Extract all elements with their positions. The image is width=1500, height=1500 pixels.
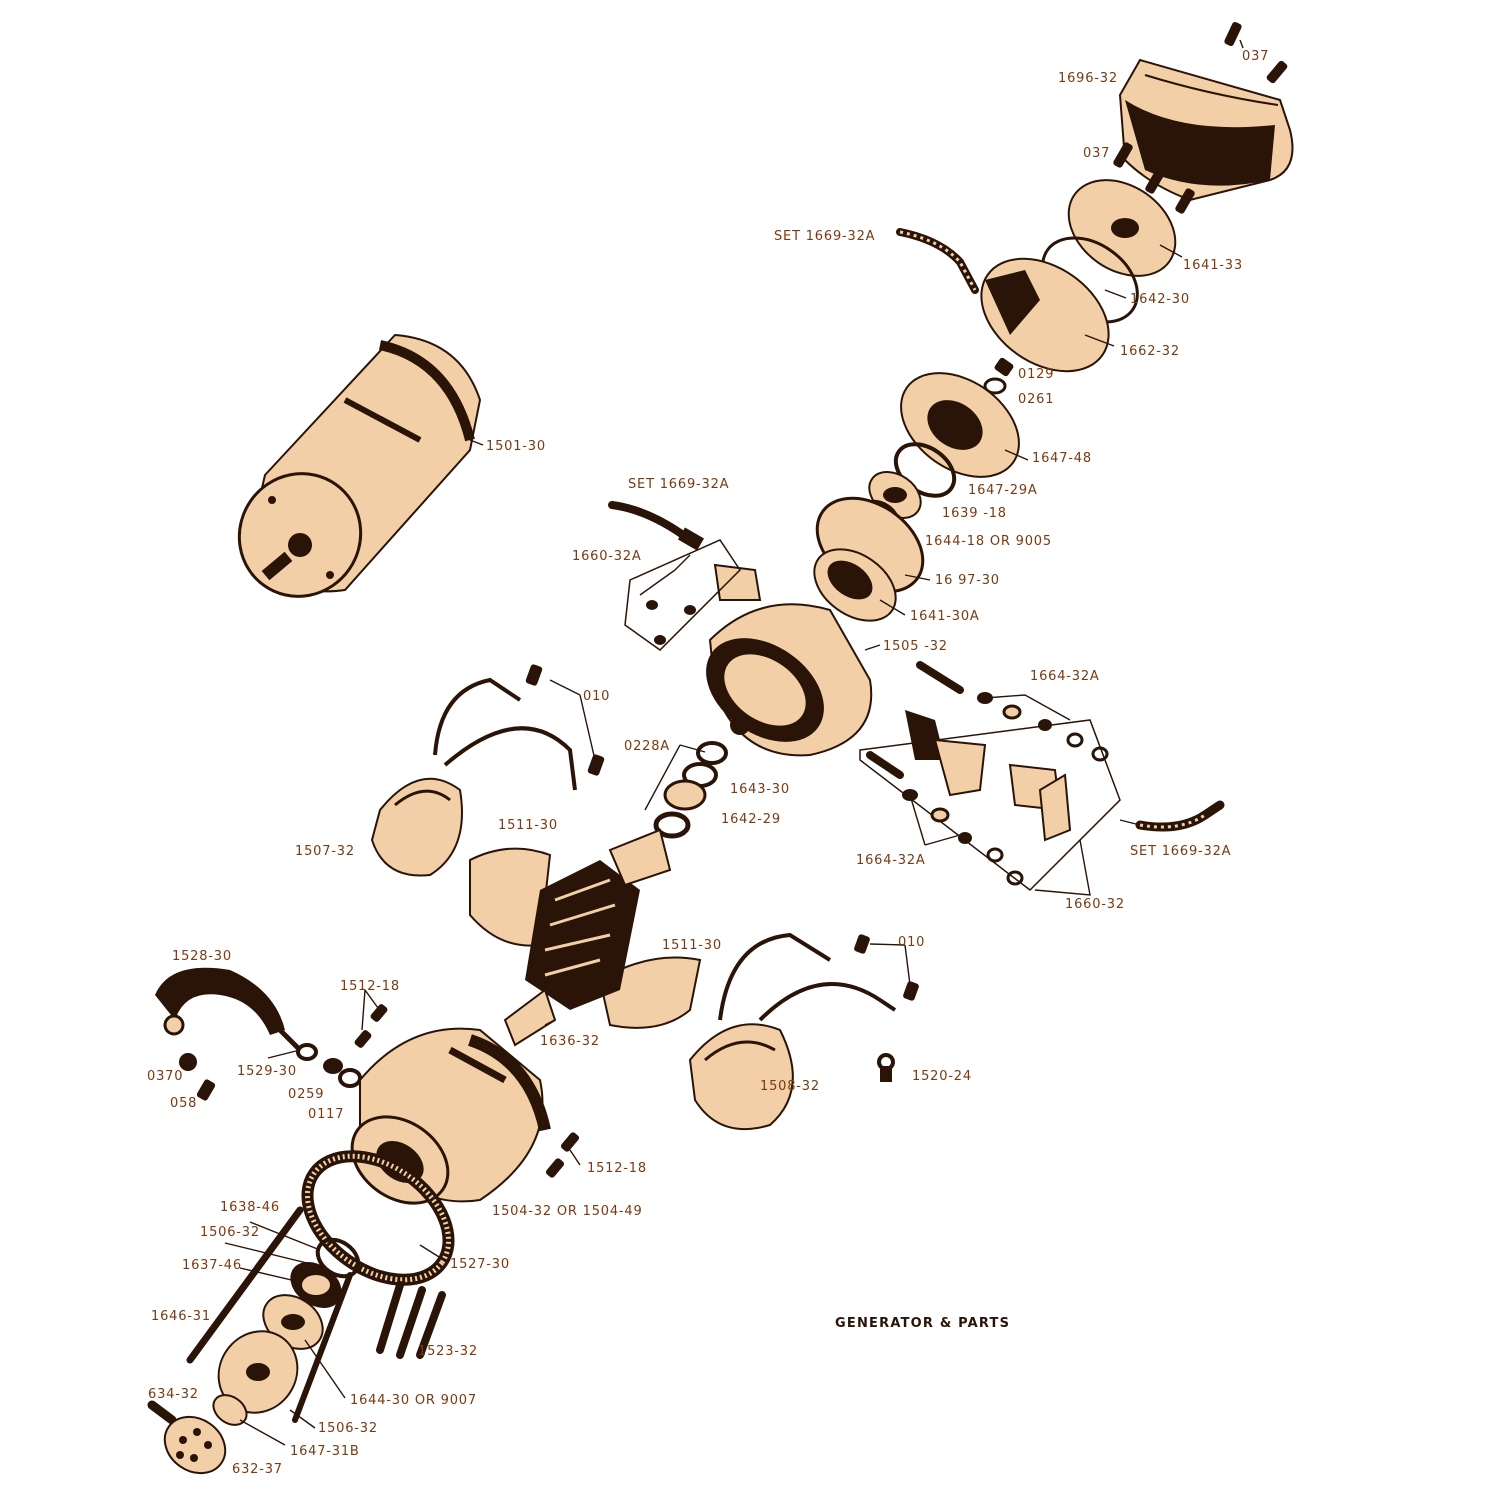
label-set-1669-32A-top: SET 1669-32A bbox=[774, 229, 875, 244]
label-058: 058 bbox=[170, 1096, 197, 1111]
field-coil-1508-32 bbox=[688, 932, 897, 1131]
label-1647-31B: 1647-31B bbox=[290, 1444, 360, 1459]
label-1644-18: 1644-18 OR 9005 bbox=[925, 534, 1052, 549]
label-1697-30: 16 97-30 bbox=[935, 573, 1000, 588]
label-1646-31: 1646-31 bbox=[151, 1309, 211, 1324]
end-head-1662-32 bbox=[980, 257, 1110, 373]
complete-generator-1501-30 bbox=[237, 333, 482, 598]
part-labels: 037 1696-32 037 SET 1669-32A 1641-33 164… bbox=[147, 49, 1269, 1477]
label-1520-24: 1520-24 bbox=[912, 1069, 972, 1084]
housing-1505-32 bbox=[706, 603, 873, 757]
label-set-1669-32A-mid: SET 1669-32A bbox=[628, 477, 729, 492]
label-1696-32: 1696-32 bbox=[1058, 71, 1118, 86]
label-1647-29A: 1647-29A bbox=[968, 483, 1038, 498]
long-bolt-1506-32 bbox=[292, 1272, 353, 1423]
leader-lines bbox=[224, 39, 1244, 1446]
label-set-1669-32A-right: SET 1669-32A bbox=[1130, 844, 1231, 859]
label-1511-30-upper: 1511-30 bbox=[498, 818, 558, 833]
hardware-0370-058 bbox=[179, 1053, 216, 1101]
label-037-top: 037 bbox=[1242, 49, 1269, 64]
spacer-1647-31B bbox=[212, 1394, 248, 1426]
screw-037-top bbox=[1224, 21, 1288, 84]
diagram-title: GENERATOR & PARTS bbox=[835, 1316, 1010, 1331]
label-1507-32: 1507-32 bbox=[295, 844, 355, 859]
brush-wire-set-right bbox=[1135, 800, 1225, 832]
label-1660-32A: 1660-32A bbox=[572, 549, 642, 564]
label-0129: 0129 bbox=[1018, 367, 1054, 382]
label-1506-32-b: 1506-32 bbox=[318, 1421, 378, 1436]
label-1637-46: 1637-46 bbox=[182, 1258, 242, 1273]
screw-010-a bbox=[525, 664, 605, 776]
label-1508-32: 1508-32 bbox=[760, 1079, 820, 1094]
label-1511-30-lower: 1511-30 bbox=[662, 938, 722, 953]
brush-rigging-1660-32 bbox=[859, 661, 1121, 891]
label-010-a: 010 bbox=[583, 689, 610, 704]
label-632-37: 632-37 bbox=[232, 1462, 283, 1477]
label-010-b: 010 bbox=[898, 935, 925, 950]
brush-set-1660-32A bbox=[608, 501, 762, 651]
plate-1641-33 bbox=[1067, 179, 1177, 277]
label-0370: 0370 bbox=[147, 1069, 183, 1084]
label-1642-29: 1642-29 bbox=[721, 812, 781, 827]
label-1506-32-a: 1506-32 bbox=[200, 1225, 260, 1240]
label-0228A: 0228A bbox=[624, 739, 670, 754]
washer-stack bbox=[653, 741, 728, 839]
brush-wire-set-top bbox=[896, 228, 979, 294]
label-1660-32: 1660-32 bbox=[1065, 897, 1125, 912]
generator-frame-1504-32 bbox=[350, 1027, 551, 1205]
label-0259: 0259 bbox=[288, 1087, 324, 1102]
terminal-1520-24 bbox=[877, 1053, 895, 1082]
label-1664-32A-upper: 1664-32A bbox=[1030, 669, 1100, 684]
cup-1641-30A bbox=[813, 548, 897, 622]
label-0117: 0117 bbox=[308, 1107, 344, 1122]
label-1512-18-a: 1512-18 bbox=[340, 979, 400, 994]
label-1664-32A-lower: 1664-32A bbox=[856, 853, 926, 868]
label-1644-30: 1644-30 OR 9007 bbox=[350, 1393, 477, 1408]
label-1662-32: 1662-32 bbox=[1120, 344, 1180, 359]
terminal-strap-1528-30 bbox=[155, 967, 302, 1052]
retainer-1647-48 bbox=[900, 372, 1020, 478]
nut-0129 bbox=[994, 357, 1014, 377]
label-1641-33: 1641-33 bbox=[1183, 258, 1243, 273]
end-cover-band-1696-32 bbox=[1118, 58, 1294, 202]
label-037: 037 bbox=[1083, 146, 1110, 161]
washer-0261 bbox=[983, 377, 1007, 395]
screws-1512-18-a bbox=[354, 1004, 388, 1048]
retainer-1637-46 bbox=[290, 1262, 342, 1308]
label-1642-30: 1642-30 bbox=[1130, 292, 1190, 307]
field-coil-1507-32 bbox=[370, 677, 577, 877]
label-1505-32: 1505 -32 bbox=[883, 639, 948, 654]
armature-1636-32 bbox=[503, 828, 672, 1047]
screw-010-b bbox=[854, 934, 919, 1001]
label-1639-18: 1639 -18 bbox=[942, 506, 1007, 521]
pulley-632-37 bbox=[163, 1415, 227, 1475]
label-1527-30: 1527-30 bbox=[450, 1257, 510, 1272]
key-634-32 bbox=[147, 1400, 177, 1425]
label-1523-32: 1523-32 bbox=[418, 1344, 478, 1359]
label-0261: 0261 bbox=[1018, 392, 1054, 407]
label-1641-30A: 1641-30A bbox=[910, 609, 980, 624]
end-plate-1506-32 bbox=[217, 1330, 299, 1414]
label-1501-30: 1501-30 bbox=[486, 439, 546, 454]
label-1528-30: 1528-30 bbox=[172, 949, 232, 964]
label-1636-32: 1636-32 bbox=[540, 1034, 600, 1049]
label-1643-30: 1643-30 bbox=[730, 782, 790, 797]
screw-037-group bbox=[1113, 142, 1195, 214]
through-bolts-1523-32 bbox=[376, 1281, 446, 1359]
label-1647-48: 1647-48 bbox=[1032, 451, 1092, 466]
pole-shoe-1511-30-lower bbox=[598, 956, 702, 1029]
label-1512-18-b: 1512-18 bbox=[587, 1161, 647, 1176]
hardware-1529-0259-0117 bbox=[296, 1043, 362, 1088]
label-1504-32: 1504-32 OR 1504-49 bbox=[492, 1204, 643, 1219]
label-1529-30: 1529-30 bbox=[237, 1064, 297, 1079]
gasket-1527-30 bbox=[301, 1150, 455, 1286]
label-1638-46: 1638-46 bbox=[220, 1200, 280, 1215]
label-634-32: 634-32 bbox=[148, 1387, 199, 1402]
screws-1512-18-b bbox=[545, 1132, 580, 1178]
